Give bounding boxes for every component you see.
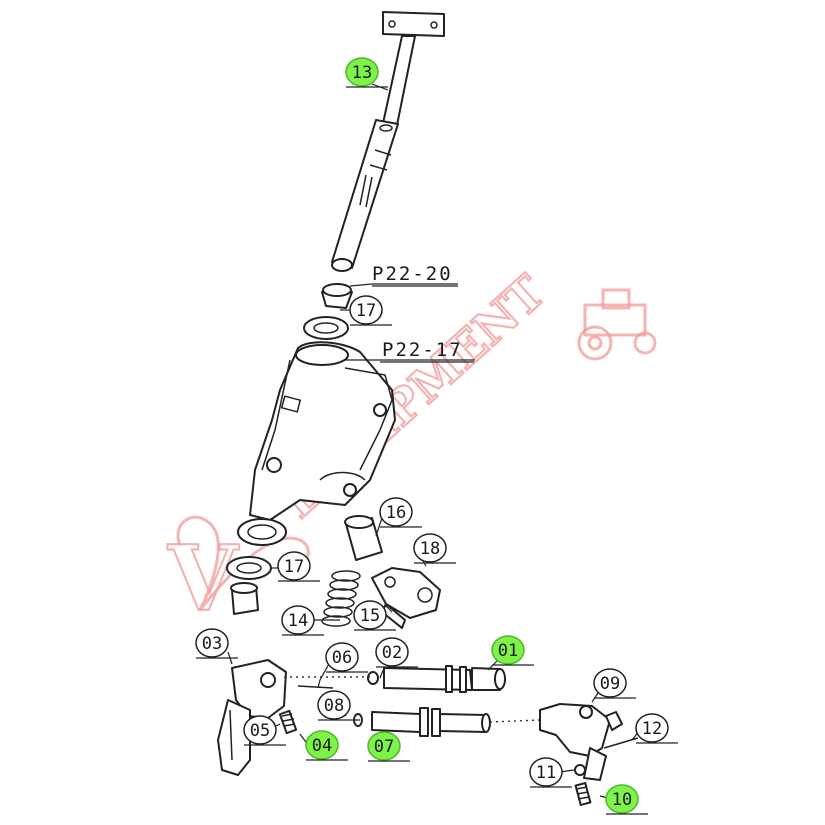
callout-c10: 10 xyxy=(605,784,648,815)
watermark-script-letter: V xyxy=(167,526,240,632)
reference-labels: P22-20 P22-17 xyxy=(372,263,474,363)
callout-number: 18 xyxy=(420,539,440,559)
callout-c12: 12 xyxy=(635,713,678,744)
spring-10 xyxy=(574,782,592,806)
bushing-p22-20 xyxy=(321,283,353,309)
callout-c04: 04 xyxy=(305,730,348,761)
housing-main-body xyxy=(249,341,396,521)
pin-06 xyxy=(297,685,334,689)
leader-lines xyxy=(227,83,641,799)
callout-bubble xyxy=(277,551,311,581)
callout-number: 17 xyxy=(356,301,376,321)
callout-bubble xyxy=(317,690,351,720)
callout-c14: 14 xyxy=(281,605,324,636)
housing-p22-17 xyxy=(237,341,396,546)
callout-bubble xyxy=(635,713,669,743)
callout-number: 13 xyxy=(352,63,372,83)
callout-number: 10 xyxy=(612,790,632,810)
callout-number: 12 xyxy=(642,719,662,739)
callout-bubble xyxy=(349,295,383,325)
callout-c02: 02 xyxy=(375,637,418,668)
callout-c09: 09 xyxy=(593,668,636,699)
shaft-neck xyxy=(381,35,416,131)
callout-c13: 13 xyxy=(345,57,388,88)
ref-label-p22-17: P22-17 xyxy=(382,339,463,361)
callout-bubble xyxy=(325,642,359,672)
callout-number: 02 xyxy=(382,643,402,663)
callout-number: 11 xyxy=(536,763,556,783)
callout-bubble xyxy=(491,635,525,665)
callout-number: 17 xyxy=(284,557,304,577)
callout-c07: 07 xyxy=(367,731,410,762)
part-09-housing xyxy=(539,703,623,781)
spring-04 xyxy=(278,709,298,735)
shaft-01 xyxy=(367,665,506,693)
callout-bubble xyxy=(195,628,229,658)
callout-bubble xyxy=(605,784,639,814)
callout-bubble xyxy=(529,757,563,787)
callout-c17a: 17 xyxy=(349,295,392,326)
ref-label-p22-20: P22-20 xyxy=(372,263,453,285)
callout-bubble xyxy=(243,715,277,745)
callout-number: 05 xyxy=(250,721,270,741)
callout-bubble xyxy=(345,57,379,87)
callout-c08: 08 xyxy=(317,690,360,721)
callout-c11: 11 xyxy=(529,757,572,788)
tractor-icon xyxy=(577,288,657,361)
shaft-07 xyxy=(371,707,491,737)
callout-c16: 16 xyxy=(379,497,422,528)
callout-bubble xyxy=(375,637,409,667)
callout-c06: 06 xyxy=(325,642,368,673)
shaft-body xyxy=(331,119,399,269)
seal-17-upper xyxy=(303,316,349,340)
callout-bubble xyxy=(593,668,627,698)
watermark-script-swoosh xyxy=(176,515,310,611)
callout-number: 14 xyxy=(288,611,308,631)
callout-group: 13 17 16 17 18 14 15 03 06 02 01 08 05 04 07 09 12 11 10 xyxy=(195,57,678,815)
bushing-16 xyxy=(344,515,383,561)
lever-plate-18 xyxy=(371,567,441,629)
callout-c17b: 17 xyxy=(277,551,320,582)
callout-bubble xyxy=(353,600,387,630)
callout-c05: 05 xyxy=(243,715,286,746)
callout-bubble xyxy=(281,605,315,635)
callout-number: 16 xyxy=(386,503,406,523)
shaft-top-plate xyxy=(382,11,445,37)
callout-number: 07 xyxy=(374,737,394,757)
callout-number: 04 xyxy=(312,736,332,756)
callout-number: 15 xyxy=(360,606,380,626)
axis-line-lower xyxy=(489,719,541,723)
part-13-shaft xyxy=(331,11,445,272)
spring-14 xyxy=(321,570,361,627)
callout-bubble xyxy=(413,533,447,563)
callout-number: 01 xyxy=(498,641,518,661)
ball-11 xyxy=(574,764,586,776)
callout-bubble xyxy=(379,497,413,527)
bushing-lower xyxy=(230,582,259,615)
callout-c15: 15 xyxy=(353,600,396,631)
callout-number: 08 xyxy=(324,696,344,716)
callout-number: 06 xyxy=(332,648,352,668)
callout-bubble xyxy=(367,731,401,761)
callout-number: 03 xyxy=(202,634,222,654)
callout-number: 09 xyxy=(600,674,620,694)
callout-bubble xyxy=(305,730,339,760)
part-03-bracket xyxy=(217,659,287,776)
seal-17-lower xyxy=(226,556,272,580)
callout-c01: 01 xyxy=(491,635,534,666)
callout-c03: 03 xyxy=(195,628,238,659)
callout-c18: 18 xyxy=(413,533,456,564)
